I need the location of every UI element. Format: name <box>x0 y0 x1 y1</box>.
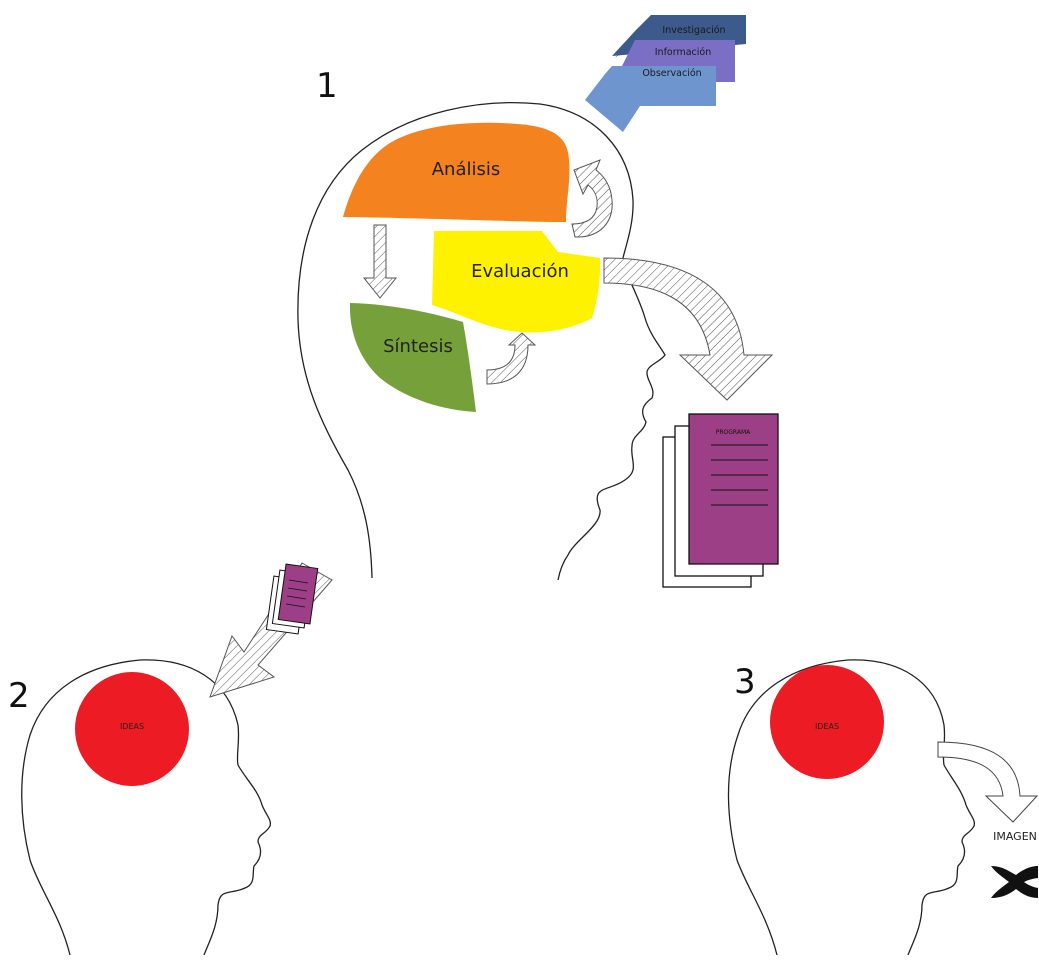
ideas-label-3: IDEAS <box>815 722 839 731</box>
x-mark-icon <box>991 866 1038 898</box>
imagen-label: IMAGEN <box>993 830 1037 843</box>
figure-number-1: 1 <box>316 66 338 106</box>
document-title: PROGRAMA <box>716 429 751 436</box>
synthesis-region <box>349 303 476 412</box>
input-investigacion-label: Investigación <box>662 25 725 36</box>
ideas-bubble-3 <box>770 665 884 779</box>
ideas-bubble-2 <box>75 672 189 786</box>
cycle-arrow-icon <box>571 159 613 238</box>
head-1-outline <box>297 102 666 581</box>
curved-arrow-icon <box>603 257 774 401</box>
figure-number-3: 3 <box>734 662 756 702</box>
evaluation-label: Evaluación <box>471 261 569 282</box>
input-observacion-label: Observación <box>642 68 701 79</box>
document-stack-icon: PROGRAMA <box>662 413 779 588</box>
synthesis-label: Síntesis <box>383 336 453 357</box>
output-arrow-icon <box>937 741 1039 823</box>
ideas-label-2: IDEAS <box>120 722 144 731</box>
head-3-outline <box>727 659 976 956</box>
transfer-arrow-icon <box>209 562 333 698</box>
analysis-label: Análisis <box>432 159 501 180</box>
input-observacion: Observación <box>585 66 716 132</box>
inputs-stack: Investigación Información Observación <box>585 15 746 132</box>
up-right-arrow-icon <box>486 332 537 385</box>
figure-number-2: 2 <box>8 676 30 716</box>
evaluation-region <box>432 231 601 333</box>
analysis-region <box>343 122 570 222</box>
input-informacion-label: Información <box>655 47 712 58</box>
down-arrow-icon <box>362 224 398 299</box>
head-2-outline <box>21 659 272 956</box>
